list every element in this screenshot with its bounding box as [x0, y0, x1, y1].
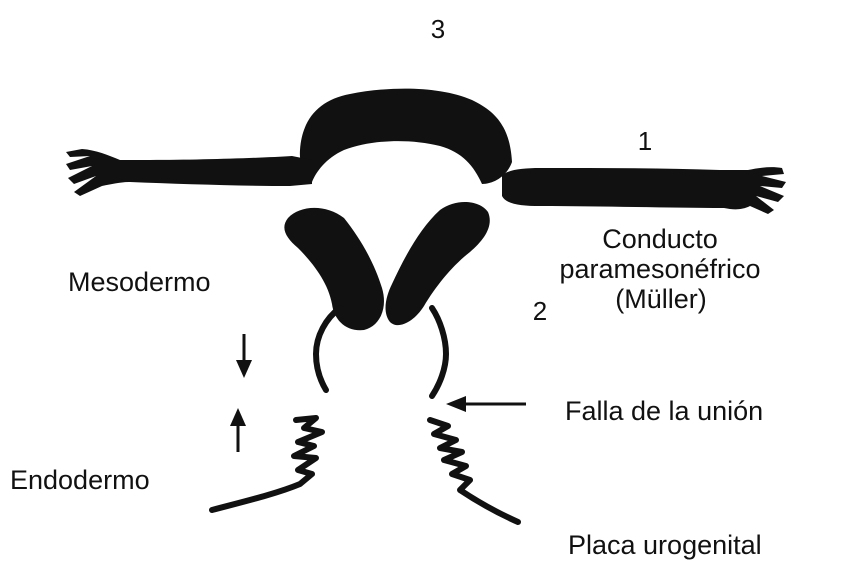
- label-falla-de-la-union: Falla de la unión: [565, 396, 763, 426]
- label-conducto-line1: Conducto: [602, 224, 718, 254]
- label-mesodermo: Mesodermo: [68, 267, 211, 297]
- label-number-1: 1: [638, 126, 652, 156]
- label-conducto-line3: (Müller): [615, 284, 707, 314]
- falla-arrow-head: [446, 396, 466, 412]
- right-tube-shape: [502, 167, 786, 214]
- left-cervical-tail: [316, 308, 340, 390]
- label-placa-urogenital: Placa urogenital: [568, 530, 762, 560]
- label-conducto-line2: paramesonéfrico: [559, 254, 760, 284]
- left-vaginal-wall: [212, 418, 322, 510]
- right-vaginal-wall: [430, 420, 518, 522]
- right-cervical-tail: [432, 308, 446, 396]
- right-hemiuterus-shape: [386, 202, 490, 325]
- uterine-fundus-shape: [300, 89, 512, 184]
- up-arrow-head: [230, 408, 246, 426]
- label-number-2: 2: [533, 296, 547, 326]
- left-tube-shape: [66, 149, 312, 196]
- label-endodermo: Endodermo: [10, 465, 150, 495]
- down-arrow-head: [236, 360, 252, 378]
- label-number-3: 3: [431, 14, 445, 44]
